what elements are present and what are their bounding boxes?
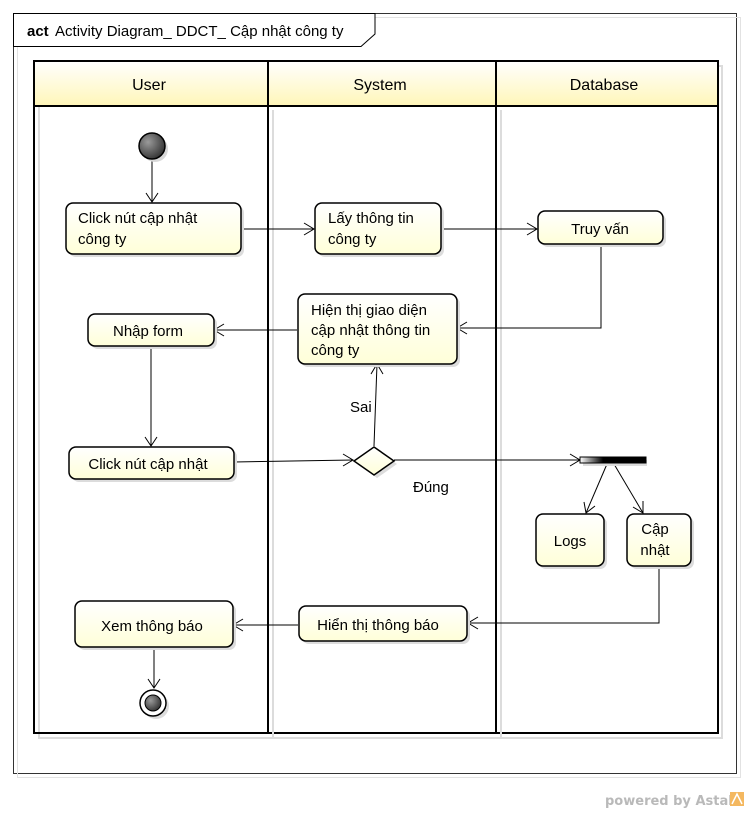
- astah-logo-icon: [730, 792, 744, 806]
- lane-label-database: Database: [570, 77, 639, 94]
- action-label: Hiển thị thông báo: [317, 617, 439, 634]
- action-label: Xem thông báo: [101, 618, 203, 635]
- action-get-info: Lấy thông tin công ty: [314, 202, 444, 257]
- arrowhead: [342, 453, 354, 467]
- frame-title: act Activity Diagram_ DDCT_ Cập nhật côn…: [27, 23, 344, 40]
- edges: [144, 160, 660, 689]
- arrowhead: [145, 192, 159, 203]
- action-show-notice: Hiển thị thông báo: [298, 605, 470, 644]
- action-logs: Logs: [535, 513, 607, 569]
- diagram-frame: [13, 13, 737, 774]
- edge-clickupdate-to-decision: [233, 459, 354, 463]
- action-label: công ty: [328, 231, 377, 248]
- edge-decision-to-showui: [373, 363, 378, 447]
- arrowhead: [526, 222, 538, 236]
- arrowhead: [144, 436, 158, 447]
- powered-by-watermark: powered by Astah: [605, 794, 737, 809]
- guard-true-label: Đúng: [413, 479, 449, 496]
- guard-false-label: Sai: [350, 399, 372, 416]
- action-click-update: Click nút cập nhật: [68, 446, 237, 482]
- action-label: Lấy thông tin: [328, 210, 414, 227]
- action-label: Logs: [554, 533, 587, 550]
- start-node: [138, 132, 166, 160]
- action-label: nhật: [640, 542, 670, 559]
- action-show-update-ui: Hiện thị giao diện cập nhật thông tin cô…: [297, 293, 460, 367]
- edge-fork-to-logs: [585, 463, 608, 514]
- action-click-update-company: Click nút cập nhật công ty: [65, 202, 244, 257]
- edge-fork-to-update: [613, 463, 644, 514]
- end-node: [139, 689, 169, 719]
- lane-label-system: System: [353, 77, 406, 94]
- action-label: công ty: [311, 342, 360, 359]
- lane-header-user: [34, 61, 268, 106]
- swimlane-border: [33, 60, 719, 734]
- action-label: công ty: [78, 231, 127, 248]
- arrowhead: [583, 501, 596, 514]
- action-label: Cập: [641, 521, 669, 538]
- action-input-form: Nhập form: [87, 313, 217, 349]
- frame-title-tab: [13, 13, 376, 47]
- action-view-notice: Xem thông báo: [74, 600, 236, 650]
- action-label: Click nút cập nhật: [78, 210, 198, 227]
- action-label: Nhập form: [113, 323, 183, 340]
- arrowhead: [147, 678, 161, 689]
- action-label: cập nhật thông tin: [311, 322, 430, 339]
- arrowhead: [632, 501, 644, 514]
- action-update: Cập nhật: [626, 513, 694, 569]
- edge-query-to-showui: [457, 245, 602, 329]
- frame-shadow: [17, 17, 741, 778]
- edge-update-to-notice: [468, 567, 660, 624]
- lane-header-database: [496, 61, 718, 106]
- decision-node: [352, 446, 397, 478]
- action-label: Truy vấn: [571, 221, 629, 238]
- action-label: Hiện thị giao diện: [311, 302, 427, 319]
- arrowhead: [303, 222, 315, 236]
- lane-header-system: [268, 61, 496, 106]
- action-label: Click nút cập nhật: [88, 456, 208, 473]
- action-query: Truy vấn: [537, 210, 666, 247]
- lane-label-user: User: [132, 77, 166, 94]
- fork-bar: [579, 456, 647, 464]
